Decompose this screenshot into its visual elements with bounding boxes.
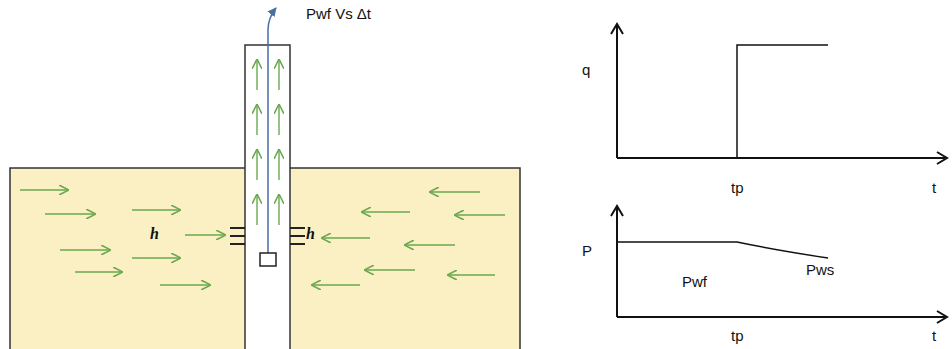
curve-label: Pws <box>806 262 834 277</box>
pressure-gauge <box>260 253 276 266</box>
axis-tick-label: tp <box>731 180 744 195</box>
axis-tick-label: tp <box>731 328 744 343</box>
axis-label: q <box>582 62 590 77</box>
wireline <box>268 8 276 253</box>
axis-label: t <box>932 180 936 195</box>
axis-label: t <box>932 328 936 343</box>
rate-chart <box>611 24 947 164</box>
pressure-chart <box>611 206 947 323</box>
curve-label: Pwf <box>682 274 707 289</box>
axis-label: P <box>582 243 592 258</box>
plot-title: Pwf Vs Δt <box>306 6 371 21</box>
thickness-label: h <box>150 226 159 242</box>
perforation-label: h <box>306 226 315 242</box>
